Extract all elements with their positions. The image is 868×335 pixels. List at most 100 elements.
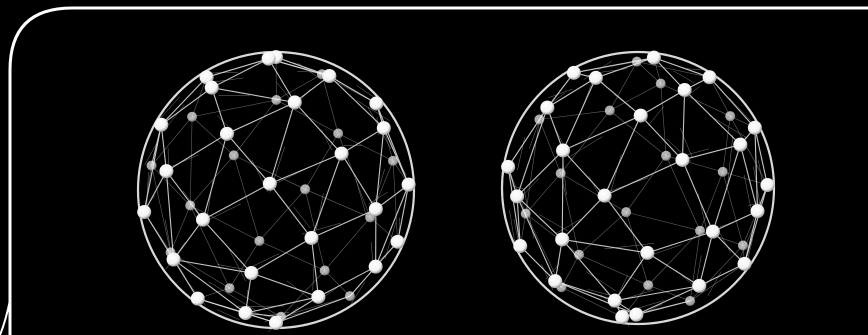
sphere-node bbox=[718, 167, 728, 177]
wire-edge bbox=[699, 232, 713, 286]
wire-edge bbox=[192, 100, 276, 117]
sphere-node bbox=[521, 209, 531, 219]
sphere-node bbox=[556, 168, 566, 178]
sphere-node bbox=[391, 235, 405, 249]
right-sphere-panel bbox=[490, 42, 790, 335]
sphere-node bbox=[640, 246, 654, 260]
wire-edge bbox=[305, 189, 370, 217]
wire-edge bbox=[325, 271, 350, 297]
wire-edge-fine bbox=[586, 272, 616, 291]
sphere-node bbox=[692, 279, 706, 293]
wire-edge bbox=[161, 88, 211, 125]
wire-edge bbox=[276, 100, 338, 134]
sphere-node bbox=[751, 204, 765, 218]
sphere-rim bbox=[502, 52, 774, 324]
sphere-node bbox=[187, 112, 197, 122]
sphere-node bbox=[369, 96, 383, 110]
wire-edge-fine bbox=[697, 255, 701, 280]
sphere-node bbox=[320, 266, 330, 276]
sphere-node bbox=[196, 213, 210, 227]
wire-edge-fine bbox=[211, 78, 243, 82]
sphere-node bbox=[225, 283, 235, 293]
wire-edge bbox=[259, 241, 324, 271]
sphere-node bbox=[239, 306, 253, 320]
wire-edge bbox=[605, 116, 641, 196]
sphere-node bbox=[262, 52, 276, 66]
sphere-node bbox=[263, 177, 277, 191]
sphere-node bbox=[540, 101, 554, 115]
sphere-node bbox=[501, 160, 515, 174]
wire-edge bbox=[312, 154, 342, 238]
sphere-node bbox=[345, 291, 355, 301]
wire-edge bbox=[234, 155, 260, 241]
sphere-node bbox=[678, 83, 692, 97]
wire-edge bbox=[647, 253, 699, 286]
wire-edge-fine bbox=[316, 193, 323, 229]
wire-edge bbox=[517, 196, 555, 281]
sphere-node bbox=[598, 189, 612, 203]
geodesic-sphere-left bbox=[128, 40, 424, 335]
sphere-node bbox=[288, 95, 302, 109]
sphere-node bbox=[159, 164, 173, 178]
wire-edge bbox=[171, 206, 191, 253]
wire-edge bbox=[596, 78, 641, 116]
wire-edge bbox=[144, 212, 170, 252]
wire-edge bbox=[713, 145, 740, 232]
wire-edge bbox=[259, 189, 305, 241]
wire-edge bbox=[295, 102, 342, 153]
sphere-node bbox=[738, 240, 748, 250]
wire-edge-fine bbox=[265, 321, 268, 322]
wire-edge bbox=[562, 150, 563, 239]
wire-edge bbox=[579, 255, 648, 286]
wire-edge bbox=[312, 209, 376, 238]
sphere-node bbox=[510, 189, 524, 203]
sphere-node bbox=[760, 178, 774, 192]
wire-edge-fine bbox=[539, 215, 567, 231]
sphere-node bbox=[322, 69, 336, 83]
sphere-node bbox=[137, 205, 151, 219]
wire-edge bbox=[745, 185, 768, 264]
wire-edge bbox=[605, 196, 648, 253]
wire-edge bbox=[230, 241, 260, 288]
sphere-node bbox=[167, 252, 181, 266]
wire-edge bbox=[666, 156, 700, 231]
wire-edge bbox=[190, 155, 234, 205]
sphere-node bbox=[725, 111, 735, 121]
sphere-node bbox=[555, 232, 569, 246]
wire-edge bbox=[723, 172, 743, 246]
wire-edge bbox=[661, 84, 666, 156]
sphere-node bbox=[335, 147, 349, 161]
sphere-node bbox=[634, 109, 648, 123]
wire-edge bbox=[561, 255, 579, 288]
sphere-node bbox=[703, 70, 717, 84]
sphere-node bbox=[220, 127, 234, 141]
sphere-node bbox=[615, 310, 629, 324]
wire-edge-fine bbox=[720, 221, 737, 227]
geodesic-sphere-right bbox=[490, 42, 790, 335]
wire-edge-fine bbox=[720, 233, 731, 253]
sphere-node bbox=[567, 66, 581, 80]
sphere-rim bbox=[138, 52, 414, 328]
sphere-node bbox=[377, 121, 391, 135]
wire-edge bbox=[562, 239, 647, 252]
wire-edge bbox=[561, 111, 610, 174]
sphere-node bbox=[629, 308, 643, 322]
sphere-node bbox=[185, 201, 195, 211]
wire-edge bbox=[246, 297, 319, 313]
wire-edge bbox=[251, 273, 318, 297]
sphere-node bbox=[333, 129, 343, 139]
sphere-node bbox=[305, 231, 319, 245]
wire-edge bbox=[562, 196, 604, 240]
sphere-node bbox=[548, 274, 562, 288]
sphere-node bbox=[706, 225, 720, 239]
wire-edge bbox=[174, 220, 203, 260]
wire-edge-fine bbox=[287, 281, 313, 301]
sphere-node bbox=[205, 81, 219, 95]
wire-edge bbox=[561, 173, 626, 212]
sphere-node bbox=[300, 184, 310, 194]
wire-edge bbox=[626, 212, 700, 231]
wire-edge bbox=[647, 232, 713, 253]
wire-edge-fine bbox=[556, 219, 580, 233]
sphere-node bbox=[269, 316, 283, 330]
